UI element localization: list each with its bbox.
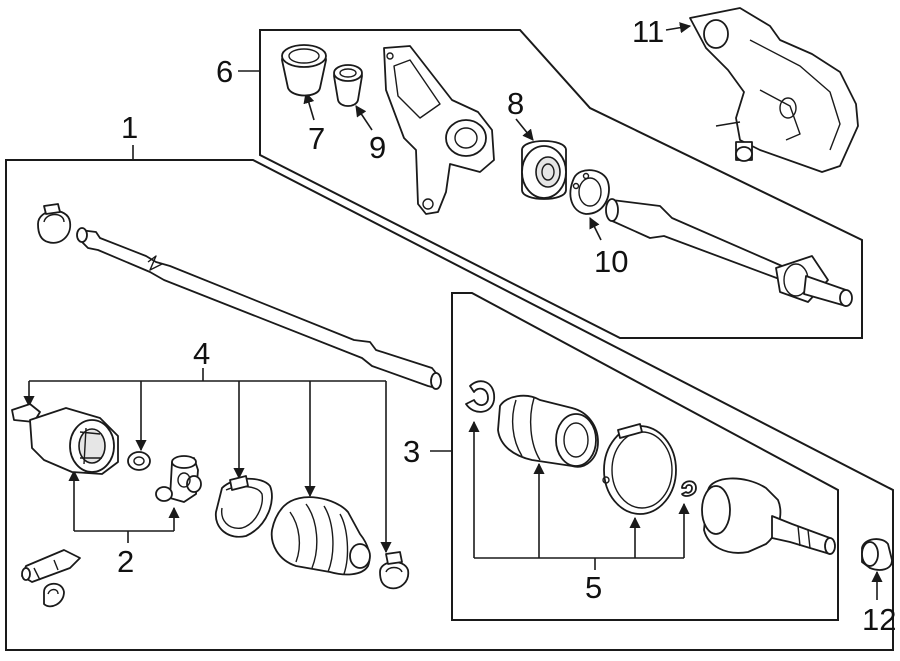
part-dust-shield-clip bbox=[21, 549, 81, 583]
part-axle-shaft bbox=[76, 227, 442, 390]
part-outer-cv-joint bbox=[11, 403, 119, 475]
part-bearing-8 bbox=[521, 140, 567, 200]
part-bearing-bracket bbox=[383, 45, 495, 215]
callout-12: 12 bbox=[862, 602, 896, 637]
part-inner-joint-housing bbox=[701, 477, 836, 555]
callout-4: 4 bbox=[193, 336, 210, 371]
leader-9 bbox=[355, 105, 373, 131]
part-clamp-upper bbox=[37, 203, 72, 244]
part-circlip-small bbox=[43, 582, 65, 608]
callout-10: 10 bbox=[594, 244, 628, 279]
callout-2: 2 bbox=[117, 544, 134, 579]
callout-8: 8 bbox=[507, 86, 524, 121]
callout-11: 11 bbox=[632, 14, 664, 49]
leader-7 bbox=[303, 91, 315, 121]
callout-5: 5 bbox=[585, 570, 602, 605]
inner-joint-frame bbox=[451, 292, 839, 621]
part-band-clamp-small bbox=[379, 551, 410, 590]
callout-7: 7 bbox=[308, 121, 325, 156]
callout-1: 1 bbox=[121, 110, 138, 145]
part-snap-ring-10 bbox=[569, 169, 610, 215]
leader-4 bbox=[23, 368, 392, 554]
part-outer-boot bbox=[270, 496, 371, 576]
part-inner-circlip-small bbox=[681, 480, 697, 497]
part-washer bbox=[127, 451, 151, 471]
part-seal-9 bbox=[333, 64, 363, 107]
part-inner-boot bbox=[497, 394, 599, 468]
part-cap-12 bbox=[861, 538, 893, 571]
part-tripod-joint bbox=[155, 455, 202, 503]
leader-2 bbox=[68, 469, 180, 543]
axle-assembly-frame bbox=[5, 159, 894, 651]
leader-8 bbox=[515, 118, 534, 141]
leader-11 bbox=[665, 22, 692, 34]
part-seal-7 bbox=[281, 44, 327, 97]
leader-5 bbox=[468, 420, 690, 570]
part-band-clamp-large bbox=[215, 475, 273, 538]
part-inner-band-clamp bbox=[602, 423, 677, 515]
callout-3: 3 bbox=[403, 434, 420, 469]
part-heat-shield-11 bbox=[689, 7, 859, 173]
part-inner-circlip bbox=[465, 380, 495, 413]
intermediate-shaft-frame bbox=[259, 29, 863, 339]
leader-10 bbox=[589, 216, 602, 241]
callout-6: 6 bbox=[216, 54, 233, 89]
part-intermediate-shaft bbox=[605, 198, 853, 307]
callout-9: 9 bbox=[369, 130, 386, 165]
